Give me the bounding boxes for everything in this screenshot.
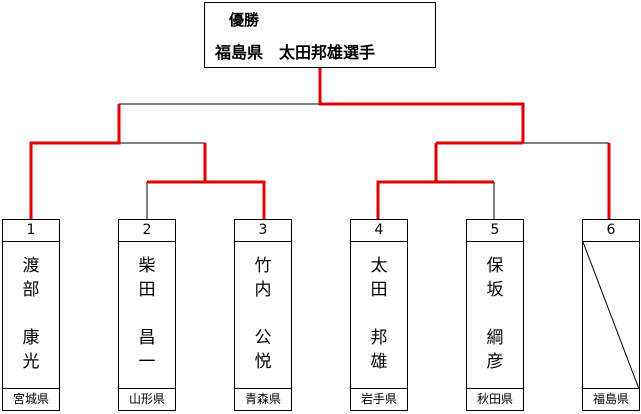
prefecture-label: 福島県 [583, 388, 639, 410]
name-char: 内 [254, 280, 272, 300]
name-char: 部 [22, 280, 40, 300]
name-char: 坂 [486, 280, 504, 300]
name-char: 一 [138, 352, 156, 372]
name-char: 光 [22, 352, 40, 372]
entrant-box-4: 4 太 田 邦 雄 岩手県 [350, 219, 408, 411]
name-char: 康 [22, 328, 40, 348]
name-gap [3, 302, 59, 326]
bracket-line-left-right-branch [119, 142, 206, 182]
name-char: 太 [370, 256, 388, 276]
champion-winner: 福島県 太田邦雄選手 [215, 43, 376, 62]
entrant-box-1: 1 渡 部 康 光 宮城県 [2, 219, 60, 411]
name-char: 公 [254, 328, 272, 348]
name-gap [119, 302, 175, 326]
seed-number: 2 [119, 220, 175, 242]
player-name: 保 坂 綱 彦 [467, 254, 523, 374]
player-name: 渡 部 康 光 [3, 254, 59, 374]
name-char: 保 [486, 256, 504, 276]
name-char: 綱 [486, 328, 504, 348]
name-char: 竹 [254, 256, 272, 276]
prefecture-label: 青森県 [235, 388, 291, 410]
seed-number: 5 [467, 220, 523, 242]
bracket-lines-black [118, 103, 609, 219]
entrant-box-3: 3 竹 内 公 悦 青森県 [234, 219, 292, 411]
entrant-box-6: 6 福島県 [582, 219, 640, 411]
name-char: 柴 [138, 256, 156, 276]
winner-path-seed3 [147, 180, 266, 219]
bye-slash [583, 242, 639, 389]
name-gap [351, 302, 407, 326]
seed-number: 4 [351, 220, 407, 242]
winner-path-seed1 [29, 104, 121, 219]
champion-box: 優勝 福島県 太田邦雄選手 [204, 2, 436, 68]
name-char: 彦 [486, 352, 504, 372]
name-char: 昌 [138, 328, 156, 348]
winner-path-seed4 [376, 143, 438, 219]
prefecture-label: 岩手県 [351, 388, 407, 410]
name-char: 悦 [254, 352, 272, 372]
seed-number: 6 [583, 220, 639, 242]
player-name: 柴 田 昌 一 [119, 254, 175, 374]
champion-label: 優勝 [229, 11, 260, 29]
prefecture-label: 秋田県 [467, 388, 523, 410]
entrant-box-5: 5 保 坂 綱 彦 秋田県 [466, 219, 524, 411]
name-char: 邦 [370, 328, 388, 348]
name-char: 田 [370, 280, 388, 300]
name-char: 田 [138, 280, 156, 300]
bracket-lines-red [29, 68, 611, 219]
name-gap [235, 302, 291, 326]
name-gap [467, 302, 523, 326]
player-name: 太 田 邦 雄 [351, 254, 407, 374]
prefecture-label: 宮城県 [3, 388, 59, 410]
seed-number: 3 [235, 220, 291, 242]
entrant-box-2: 2 柴 田 昌 一 山形県 [118, 219, 176, 411]
player-name: 竹 内 公 悦 [235, 254, 291, 374]
seed-number: 1 [3, 220, 59, 242]
prefecture-label: 山形県 [119, 388, 175, 410]
winner-path-final [318, 68, 525, 143]
name-char: 雄 [370, 352, 388, 372]
name-char: 渡 [22, 256, 40, 276]
